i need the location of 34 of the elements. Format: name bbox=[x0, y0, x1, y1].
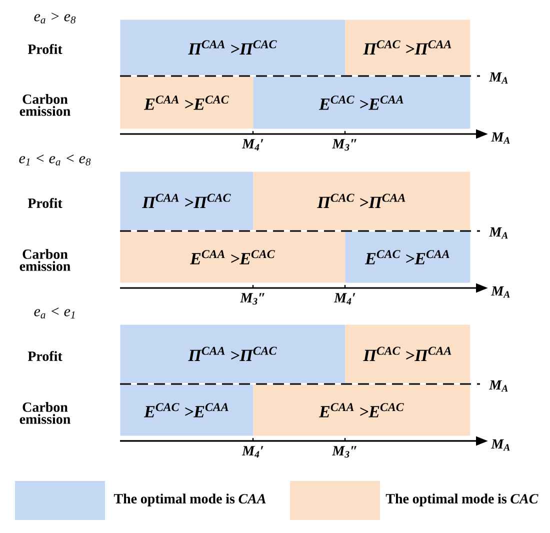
axis-label: M$_{A}$ bbox=[491, 439, 510, 451]
row-label: Carbon emission bbox=[20, 402, 70, 424]
region-band: E$^{CAC}$ >E$^{CAA}$ bbox=[253, 76, 470, 129]
tick-label: M$_{3}$″ bbox=[240, 293, 264, 305]
condition-label: e$_{a}$ > e$_{8}$ bbox=[34, 12, 76, 24]
row-label: Carbon emission bbox=[20, 249, 70, 271]
region-band: Π$^{CAA}$ >Π$^{CAC}$ bbox=[120, 172, 254, 230]
axis-label: M$_{A}$ bbox=[489, 227, 508, 239]
region-band: E$^{CAC}$ >E$^{CAA}$ bbox=[345, 232, 470, 283]
tick-label: M$_{4}$′ bbox=[242, 446, 264, 458]
legend-label: The optimal mode is CAC bbox=[386, 494, 538, 506]
tick-label: M$_{4}$′ bbox=[242, 139, 264, 151]
region-band: Π$^{CAA}$ >Π$^{CAC}$ bbox=[120, 20, 346, 75]
row-label: Profit bbox=[28, 44, 62, 54]
region-band: Π$^{CAC}$ >Π$^{CAA}$ bbox=[253, 172, 470, 230]
tick-label: M$_{4}$′ bbox=[334, 293, 356, 305]
region-band: Π$^{CAA}$ >Π$^{CAC}$ bbox=[120, 324, 346, 383]
axis-label: M$_{A}$ bbox=[491, 286, 510, 298]
region-band: Π$^{CAC}$ >Π$^{CAA}$ bbox=[345, 20, 470, 75]
region-band: E$^{CAA}$ >E$^{CAC}$ bbox=[120, 232, 346, 283]
axis-label: M$_{A}$ bbox=[489, 380, 508, 392]
row-label: Profit bbox=[28, 350, 62, 361]
legend-label: The optimal mode is CAA bbox=[114, 494, 266, 506]
axis-label: M$_{A}$ bbox=[489, 72, 508, 84]
region-band: E$^{CAA}$ >E$^{CAC}$ bbox=[253, 384, 470, 436]
region-band: Π$^{CAC}$ >Π$^{CAA}$ bbox=[345, 324, 470, 383]
row-label: Profit bbox=[28, 198, 62, 208]
region-band: E$^{CAA}$ >E$^{CAC}$ bbox=[120, 76, 254, 129]
condition-label: e$_{1}$ < e$_{a}$ < e$_{8}$ bbox=[19, 154, 91, 166]
tick-label: M$_{3}$″ bbox=[332, 139, 356, 151]
axis-label: M$_{A}$ bbox=[491, 132, 510, 144]
region-band: E$^{CAC}$ >E$^{CAA}$ bbox=[120, 384, 254, 436]
row-label: Carbon emission bbox=[20, 94, 70, 116]
condition-label: e$_{a}$ < e$_{1}$ bbox=[34, 308, 75, 318]
